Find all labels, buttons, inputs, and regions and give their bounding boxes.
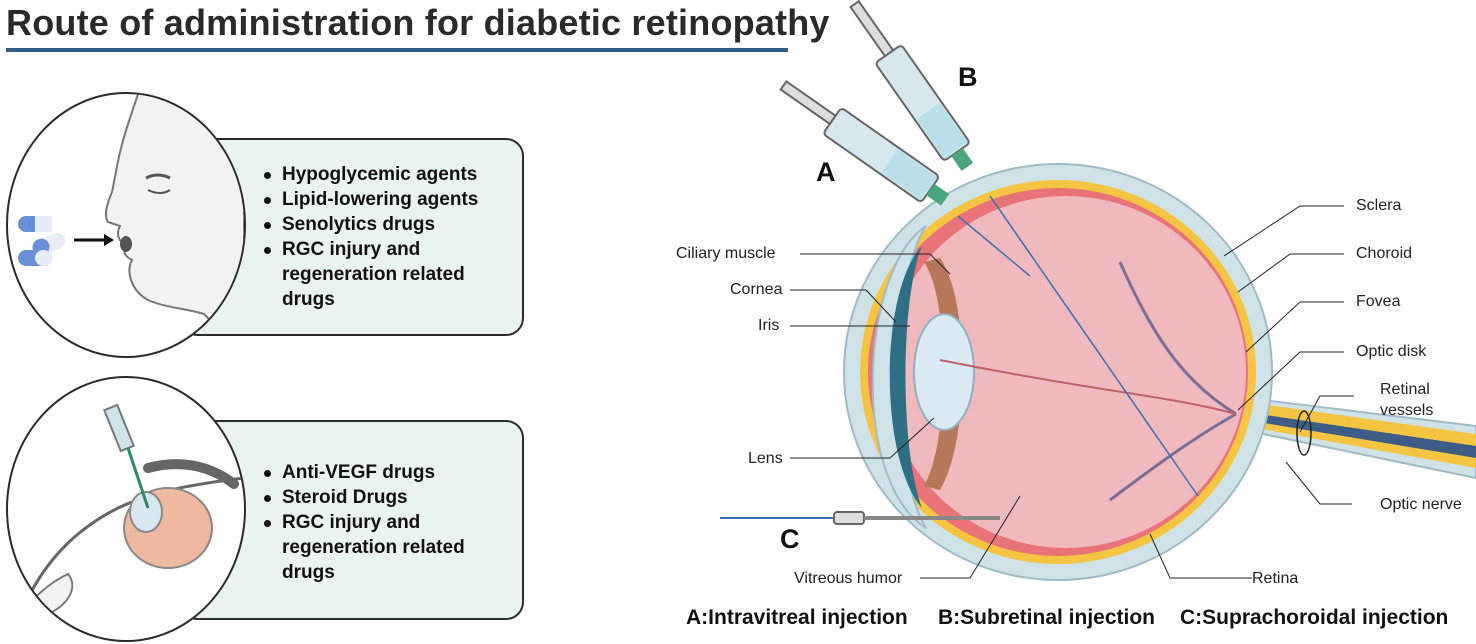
label-cornea: Cornea <box>730 281 783 298</box>
label-retina: Retina <box>1252 570 1299 587</box>
oral-drug-item: Senolytics drugs <box>264 212 522 237</box>
oral-drug-item: Lipid-lowering agents <box>264 187 522 212</box>
marker-c: C <box>780 524 800 554</box>
label-choroid: Choroid <box>1356 245 1413 262</box>
marker-a: A <box>816 157 836 187</box>
label-vitreous-humor: Vitreous humor <box>794 570 903 587</box>
legend-intravitreal: A:Intravitreal injection <box>686 606 908 629</box>
legend-suprachoroidal: C:Suprachoroidal injection <box>1180 606 1449 629</box>
label-ciliary-muscle: Ciliary muscle <box>676 245 776 262</box>
injection-drug-item: RGC injury and regeneration related drug… <box>264 510 492 585</box>
face-profile-icon <box>18 94 244 356</box>
oral-route-circle <box>6 92 246 358</box>
label-optic-disk: Optic disk <box>1356 343 1427 360</box>
arrow-right-icon <box>74 234 114 246</box>
pill-capsule-icon <box>18 216 66 266</box>
syringe-icon <box>102 403 150 509</box>
label-optic-nerve: Optic nerve <box>1380 496 1462 513</box>
injection-drug-item: Steroid Drugs <box>264 485 522 510</box>
page-title: Route of administration for diabetic ret… <box>6 2 830 43</box>
injection-drug-item: Anti-VEGF drugs <box>264 460 522 485</box>
oral-drug-item: RGC injury and regeneration related drug… <box>264 237 492 312</box>
oral-drug-item: Hypoglycemic agents <box>264 162 522 187</box>
label-sclera: Sclera <box>1356 197 1402 214</box>
label-retinal-vessels: Retinal vessels <box>1380 381 1434 419</box>
label-iris: Iris <box>758 317 780 334</box>
label-fovea: Fovea <box>1356 293 1401 310</box>
title-underline <box>6 48 788 52</box>
nose-eye-injection-icon <box>8 403 244 619</box>
label-lens: Lens <box>748 450 783 467</box>
injection-route-circle <box>6 376 246 642</box>
marker-b: B <box>958 62 978 92</box>
legend-subretinal: B:Subretinal injection <box>938 606 1156 629</box>
